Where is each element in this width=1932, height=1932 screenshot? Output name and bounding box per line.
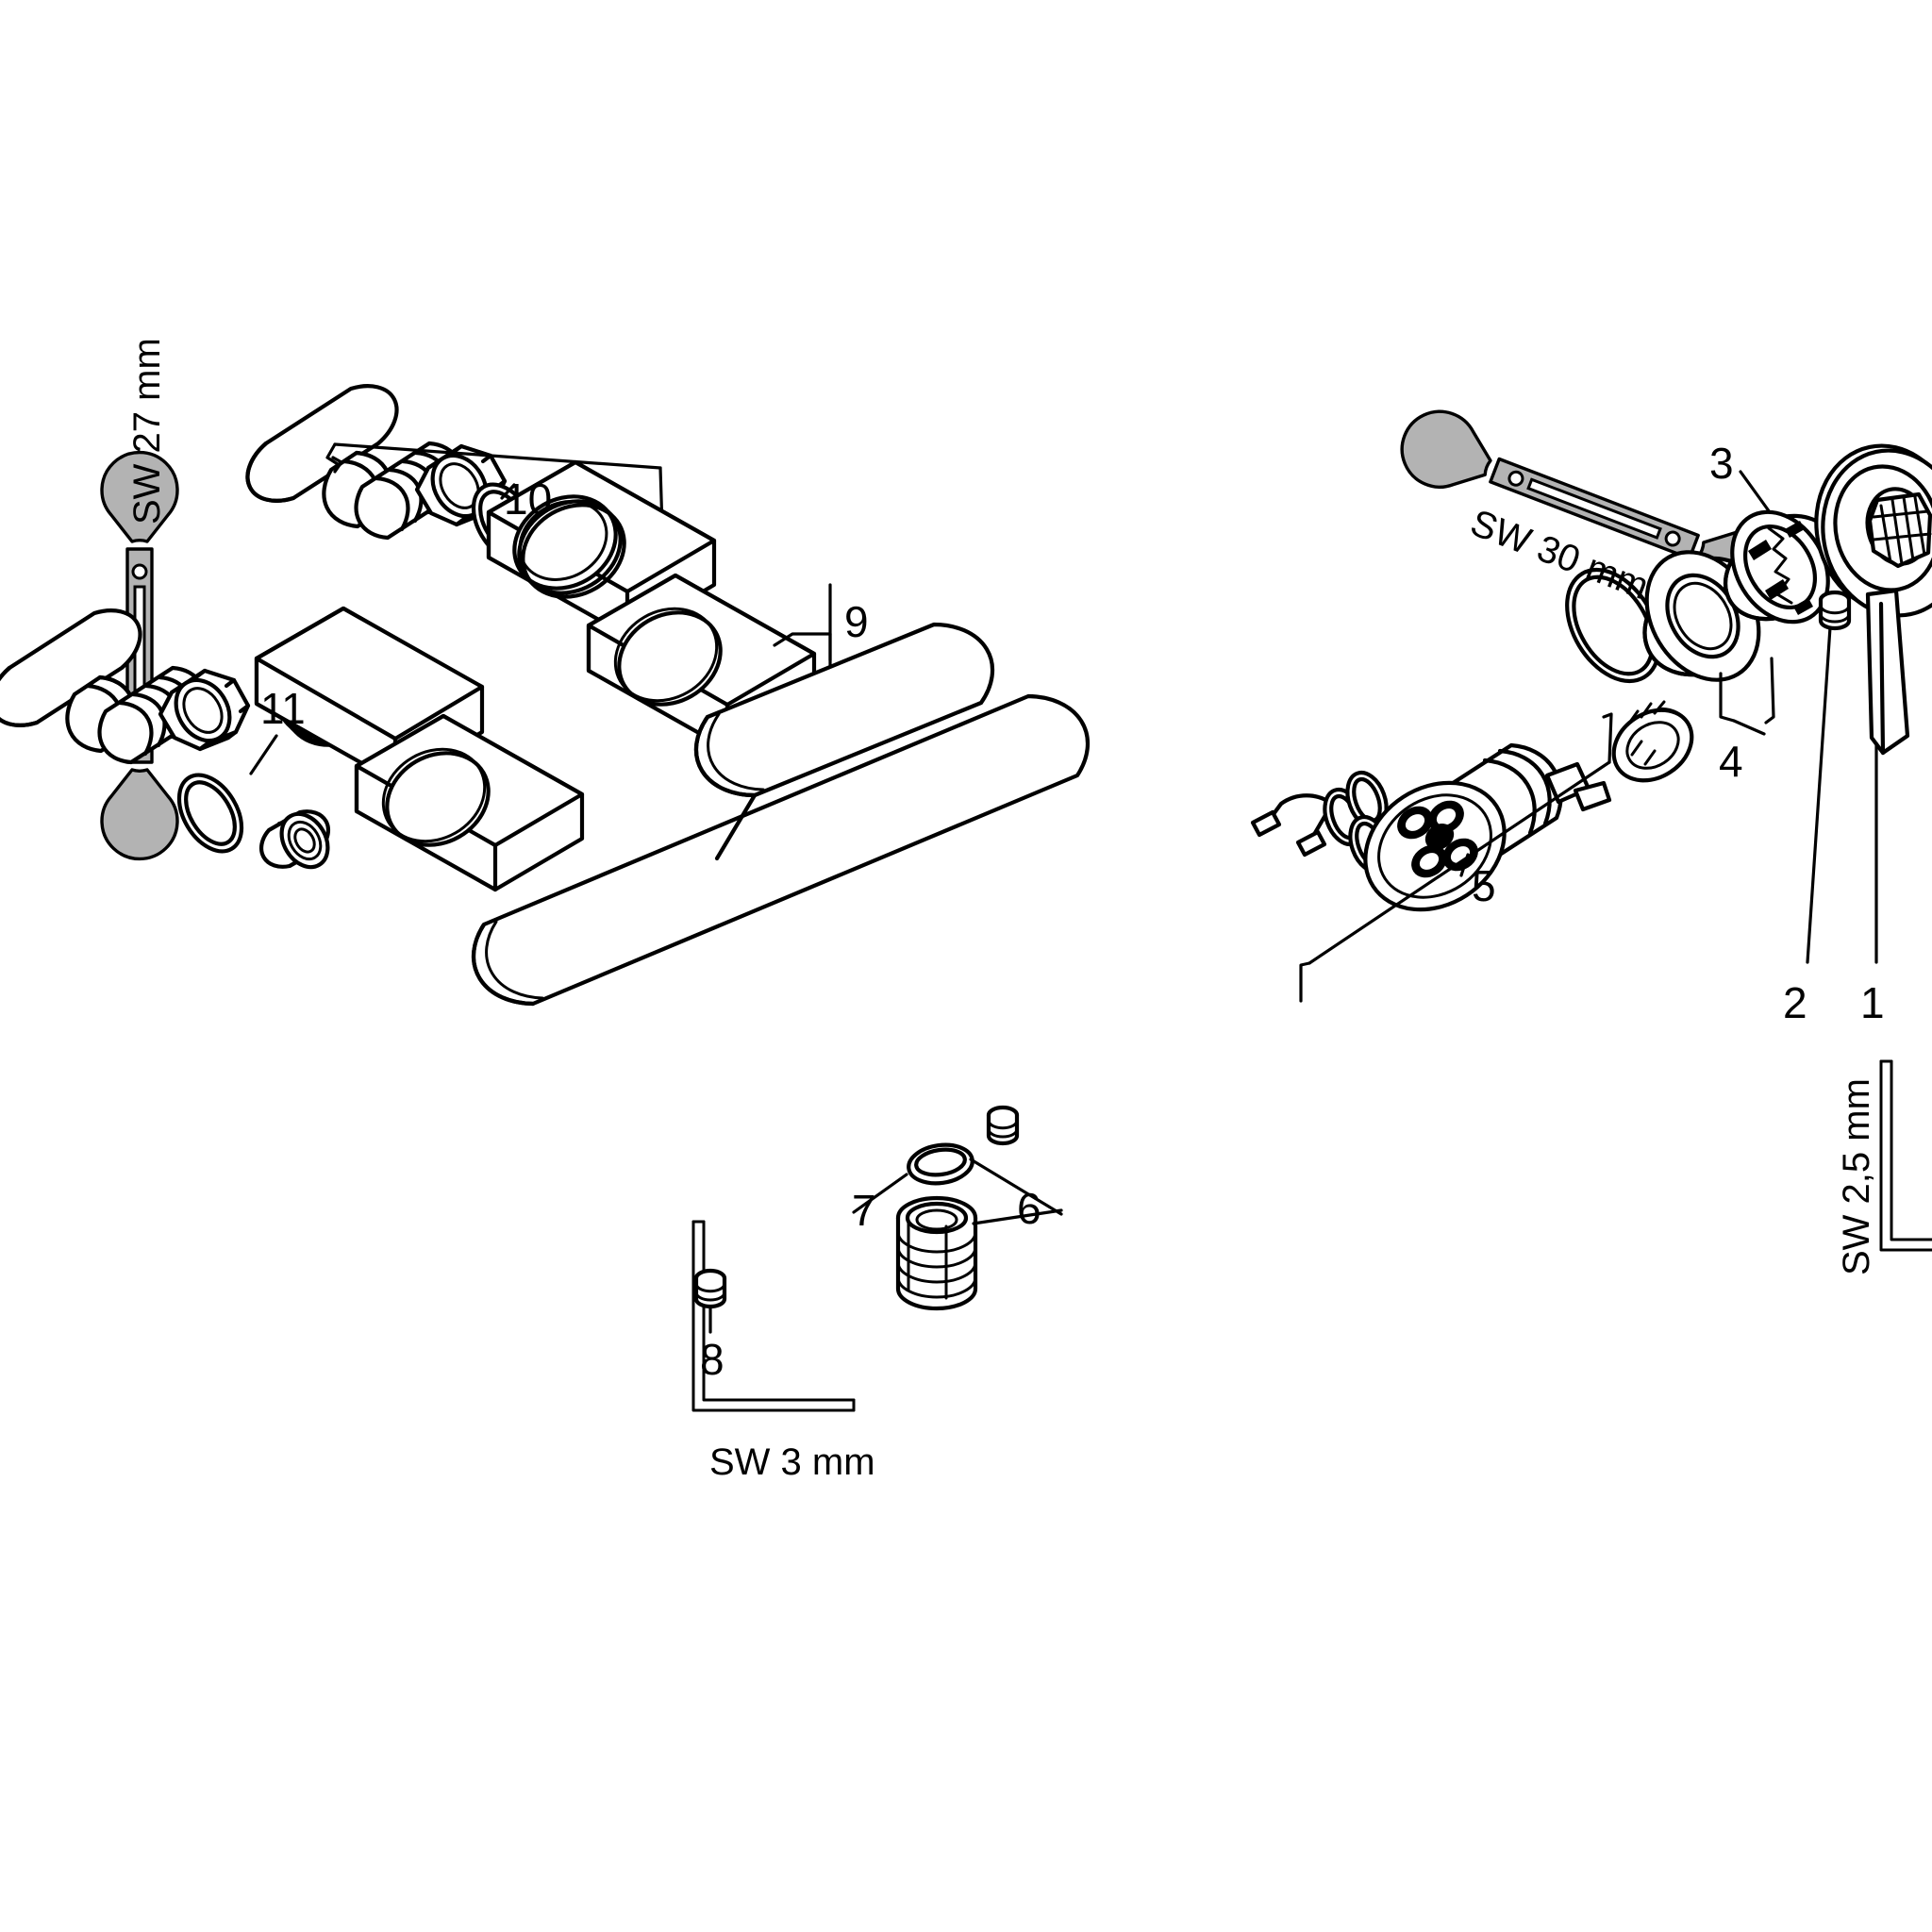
cap-o-ring bbox=[1565, 567, 1661, 684]
nipple-grub-screw bbox=[989, 1108, 1017, 1143]
escutcheon-plate-d bbox=[354, 713, 585, 892]
filter-insert-lower bbox=[258, 809, 331, 870]
part-number-7: 7 bbox=[852, 1186, 876, 1235]
part-number-1: 1 bbox=[1860, 978, 1885, 1027]
sw25mm-hexkey-icon bbox=[1879, 1059, 1932, 1252]
part-number-3: 3 bbox=[1709, 439, 1734, 488]
handle-grub-screw bbox=[1821, 592, 1849, 628]
part-number-9: 9 bbox=[844, 597, 869, 646]
part-number-8: 8 bbox=[700, 1335, 724, 1384]
locking-collar bbox=[1611, 700, 1694, 783]
part-number-5: 5 bbox=[1472, 861, 1496, 910]
s-union-lower bbox=[0, 608, 251, 765]
body-grub-screw bbox=[696, 1271, 724, 1307]
part-number-6: 6 bbox=[1017, 1184, 1041, 1233]
o-ring-lower bbox=[176, 773, 244, 854]
thermostat-cartridge bbox=[1363, 742, 1612, 912]
s-union-upper bbox=[245, 384, 508, 541]
mixer-body bbox=[471, 622, 1091, 1007]
cartridge-clip bbox=[1250, 793, 1335, 858]
notched-ring bbox=[1723, 509, 1838, 625]
outlet-nipple bbox=[895, 1195, 978, 1311]
tool-label-sw27mm: SW 27 mm bbox=[126, 338, 168, 525]
tool-label-sw3mm: SW 3 mm bbox=[709, 1441, 875, 1483]
part-number-2: 2 bbox=[1783, 978, 1807, 1027]
part-number-4: 4 bbox=[1719, 737, 1743, 786]
tool-label-sw25mm: SW 2,5 mm bbox=[1836, 1078, 1877, 1275]
part-number-10: 10 bbox=[504, 475, 553, 524]
lever-handle bbox=[1814, 443, 1932, 756]
outlet-o-ring bbox=[907, 1142, 974, 1186]
part-number-11: 11 bbox=[260, 684, 306, 733]
